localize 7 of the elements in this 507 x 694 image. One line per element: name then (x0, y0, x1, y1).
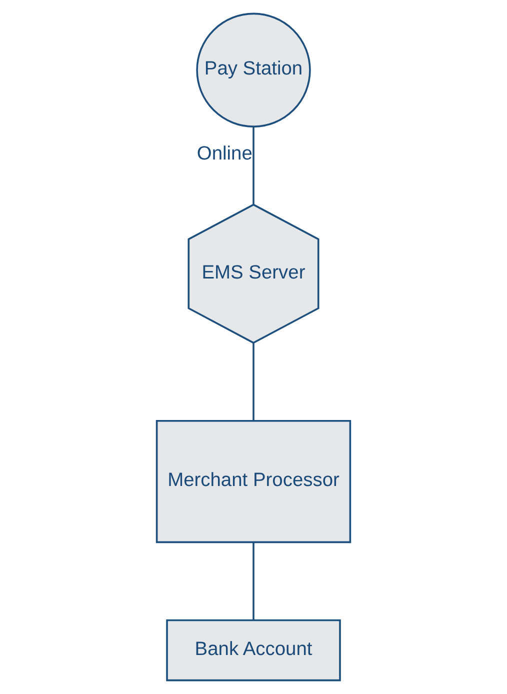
connector (252, 126, 254, 205)
connector (252, 342, 254, 421)
node-box: Merchant Processor (156, 420, 352, 544)
edge-label: Online (196, 143, 252, 164)
node-circle: Pay Station (196, 12, 311, 128)
node-box: Bank Account (166, 619, 341, 682)
connector (252, 542, 254, 620)
